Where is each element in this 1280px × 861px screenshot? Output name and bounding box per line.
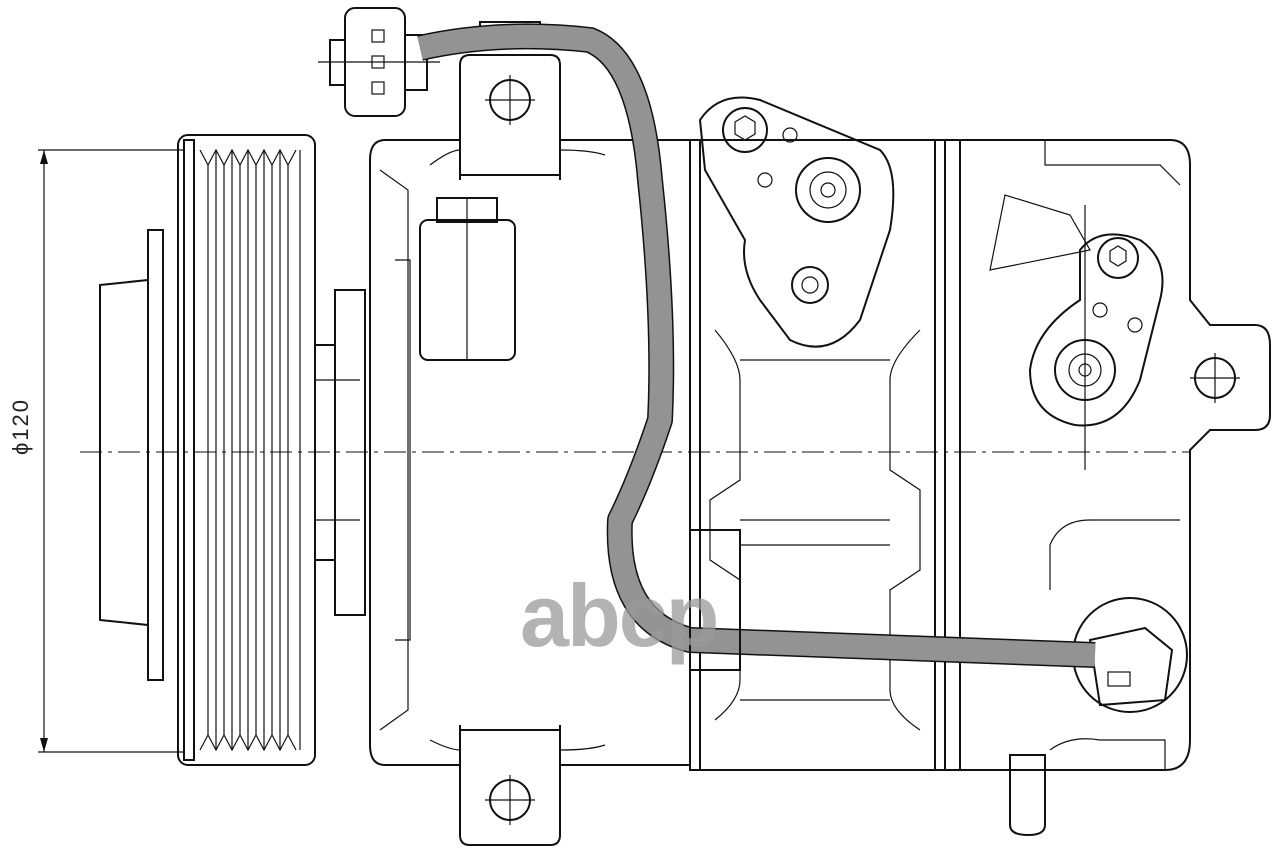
diameter-label: ϕ120 [8,397,33,455]
sensor-connector [1009,597,1188,837]
diameter-dimension [38,149,185,753]
wire-connector [318,7,541,117]
shaft-coupling [314,289,366,616]
middle-housing [689,139,946,771]
bottom-mount-ear [429,725,606,846]
suction-port-plate [698,96,895,348]
watermark-logo: abcp [520,566,719,665]
clutch-pulley [99,134,316,766]
discharge-port-plate [1028,233,1164,427]
braided-hose [417,23,1096,671]
top-mount-ear [429,54,606,180]
